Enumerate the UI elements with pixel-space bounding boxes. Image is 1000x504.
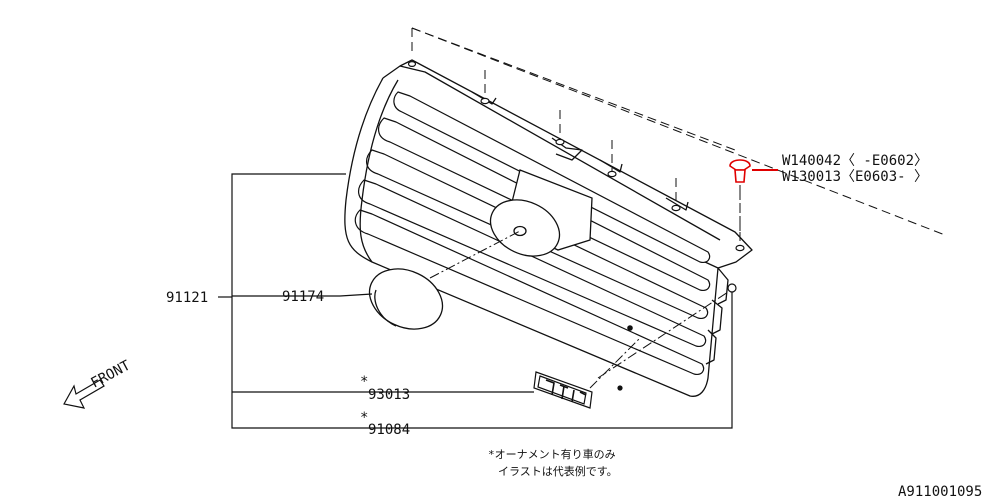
label-grille-91084: 91084: [368, 422, 410, 438]
clip-part-highlighted: [729, 159, 778, 183]
grille-slats: [354, 91, 711, 375]
grille-assembly: [344, 59, 753, 397]
diagram-id: A911001095: [898, 484, 982, 500]
front-label: FRONT: [88, 357, 133, 391]
label-ornament-93013: 93013: [368, 387, 410, 403]
label-emblem-91174: 91174: [282, 289, 324, 305]
front-direction-arrow: FRONT: [63, 357, 134, 409]
footnote-line1: *オーナメント有り車のみ: [488, 447, 616, 461]
footnote-line2: イラストは代表例です。: [498, 464, 618, 478]
callout-lines: [218, 173, 733, 429]
emblem-mount: [489, 169, 593, 257]
emblem-part-91174: [368, 268, 444, 330]
label-clip-w140042: W140042〈 -E0602〉: [782, 153, 928, 169]
projection-leaders: [429, 185, 741, 389]
ornament-part-93013: [533, 371, 593, 409]
label-clip-w130013: W130013〈E0603- 〉: [782, 169, 928, 185]
label-star-91084: *: [360, 410, 368, 426]
label-star-93013: *: [360, 374, 368, 390]
clip-holes: [407, 60, 745, 391]
label-assembly-91121: 91121: [166, 290, 208, 306]
